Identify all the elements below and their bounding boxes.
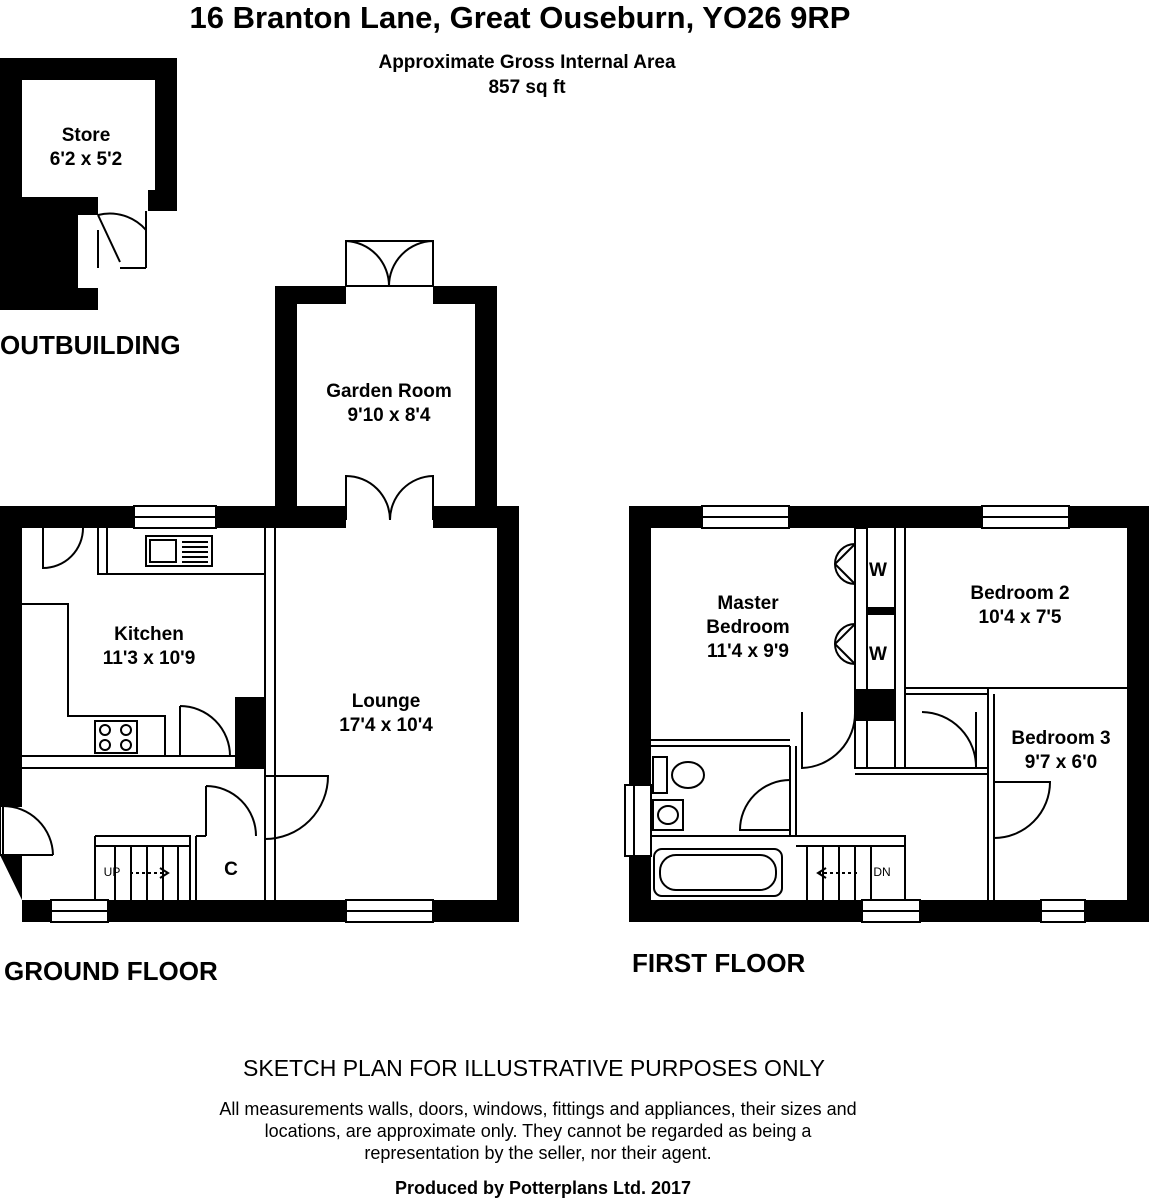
producer-credit: Produced by Potterplans Ltd. 2017 bbox=[394, 1178, 692, 1198]
store-s-label: S bbox=[41, 243, 55, 264]
master-bedroom-name-line2: Bedroom bbox=[706, 617, 790, 638]
lounge-room-name: Lounge bbox=[351, 691, 421, 712]
garden-room-size: 9'10 x 8'4 bbox=[347, 405, 431, 426]
master-bedroom-size: 11'4 x 9'9 bbox=[707, 641, 789, 662]
lounge-room: Lounge 17'4 x 10'4 bbox=[339, 690, 433, 738]
outbuilding-walls bbox=[0, 58, 177, 310]
wardrobe-label-1: W bbox=[869, 560, 887, 581]
stairs-up-label: UP bbox=[103, 865, 121, 879]
store-room-name: Store bbox=[61, 125, 111, 146]
disclaimer-line-3: representation by the seller, nor their … bbox=[364, 1143, 712, 1163]
kitchen-room-size: 11'3 x 10'9 bbox=[102, 648, 196, 669]
bedroom3-size: 9'7 x 6'0 bbox=[1024, 752, 1098, 773]
master-bedroom-name-line1: Master bbox=[717, 593, 779, 614]
bedroom2-name: Bedroom 2 bbox=[970, 583, 1070, 604]
disclaimer-line-2: locations, are approximate only. They ca… bbox=[264, 1121, 812, 1141]
area-label: Approximate Gross Internal Area bbox=[378, 52, 676, 73]
first-floor-label: FIRST FLOOR bbox=[632, 948, 806, 978]
bedroom3-room: Bedroom 3 9'7 x 6'0 bbox=[1011, 727, 1110, 775]
wardrobe-label-2: W bbox=[869, 644, 887, 665]
store-room-size: 6'2 x 5'2 bbox=[49, 149, 123, 170]
lounge-room-size: 17'4 x 10'4 bbox=[339, 715, 433, 736]
bedroom2-size: 10'4 x 7'5 bbox=[978, 607, 1062, 628]
bedroom3-name: Bedroom 3 bbox=[1011, 728, 1111, 749]
bedroom2-room: Bedroom 2 10'4 x 7'5 bbox=[970, 582, 1069, 630]
disclaimer-line-1: All measurements walls, doors, windows, … bbox=[219, 1099, 857, 1119]
ground-floor-label: GROUND FLOOR bbox=[4, 956, 218, 986]
disclaimer-title: SKETCH PLAN FOR ILLUSTRATIVE PURPOSES ON… bbox=[243, 1055, 825, 1081]
garden-room-name: Garden Room bbox=[326, 381, 452, 402]
kitchen-room: Kitchen 11'3 x 10'9 bbox=[103, 623, 196, 671]
cupboard-label: C bbox=[224, 859, 238, 880]
master-bedroom-room: Master Bedroom 11'4 x 9'9 bbox=[706, 592, 789, 664]
page-title: 16 Branton Lane, Great Ouseburn, YO26 9R… bbox=[189, 0, 851, 35]
first-floor-walls bbox=[624, 505, 1149, 923]
area-value: 857 sq ft bbox=[488, 77, 566, 98]
ground-floor-walls bbox=[0, 239, 519, 923]
store-room: Store 6'2 x 5'2 bbox=[50, 124, 122, 172]
outbuilding-floor-label: OUTBUILDING bbox=[0, 330, 181, 360]
kitchen-room-name: Kitchen bbox=[114, 624, 184, 645]
garden-room: Garden Room 9'10 x 8'4 bbox=[326, 380, 452, 428]
stairs-down-label: DN bbox=[873, 865, 891, 879]
